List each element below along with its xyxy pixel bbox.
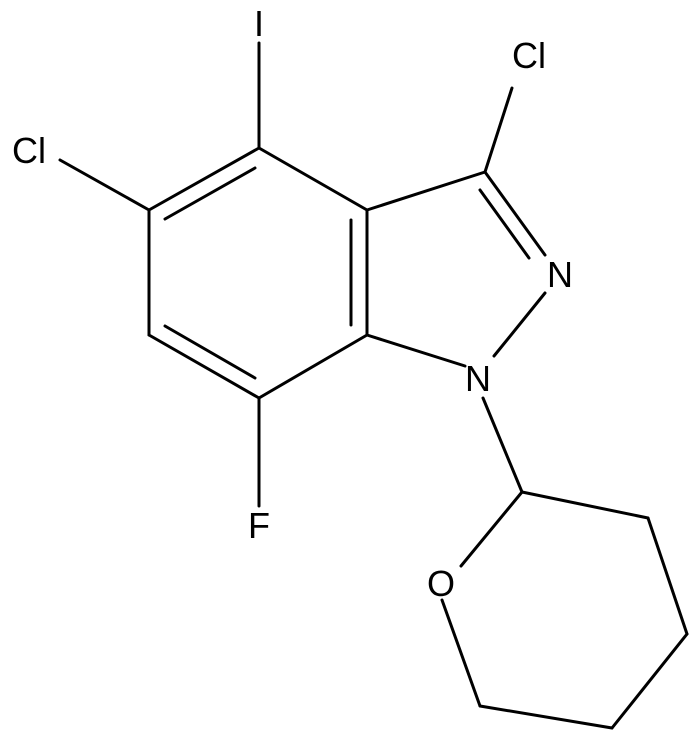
bond-c3-n2	[483, 170, 547, 257]
bond-c5prime-c4prime	[610, 632, 689, 730]
atom-label-iodine: I	[254, 3, 264, 44]
atom-label-oxygen: O	[427, 563, 455, 604]
bond-c4-c5	[147, 146, 261, 212]
bond-c4-c5-inner	[163, 166, 257, 221]
bond-c7-c7a	[257, 333, 369, 400]
atom-label-nitrogen-1: N	[465, 358, 491, 399]
bond-c5-chlorine	[58, 158, 151, 212]
atom-label-chlorine-3: Cl	[512, 35, 546, 76]
bond-c3-chlorine	[483, 86, 514, 174]
bond-c3-n2-inner	[478, 188, 531, 260]
bond-c3a-c4	[257, 146, 369, 212]
bond-c6-c7	[147, 333, 261, 400]
bond-c3prime-c2prime	[520, 490, 650, 520]
atom-label-chlorine-5: Cl	[12, 130, 46, 171]
bond-n2-n1	[492, 291, 547, 358]
bond-c4prime-c3prime	[646, 516, 689, 636]
bond-n1-c7a	[365, 333, 467, 368]
bond-n1-c2prime	[481, 396, 524, 494]
atom-label-fluorine: F	[248, 505, 270, 546]
atom-label-nitrogen-2: N	[547, 254, 573, 295]
bond-c3a-c3	[365, 170, 487, 212]
bond-c2prime-o	[459, 490, 524, 568]
bond-c6-c7-inner	[163, 324, 257, 380]
bond-o-c6prime	[440, 598, 482, 708]
bond-c6prime-c5prime	[478, 704, 614, 730]
